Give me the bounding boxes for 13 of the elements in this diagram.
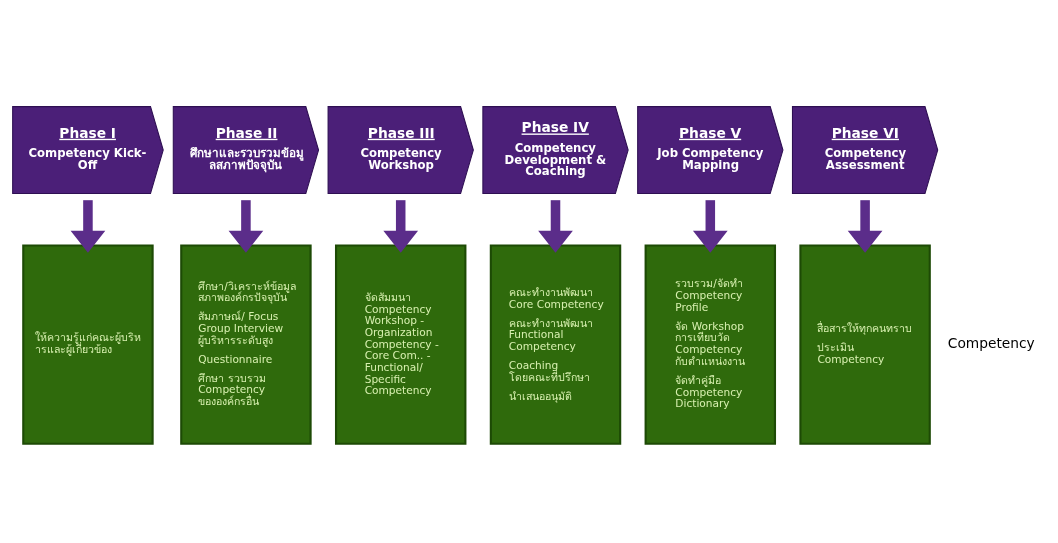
node-box: คณะทำงานพัฒนา Core Competency คณะทำงานพัฒนา Functional Competency Coaching โดยคณะที่ปรึกษา นำเสนออนุมัติ <box>489 243 622 445</box>
node-box: ศึกษา/วิเคราะห์ข้อมูลสภาพองค์กรปัจจุบัน สัมภาษณ์/ Focus Group Interview ผู้บริหารระดับสูง Questionnaire ศึกษา รวบรวม Competency ขององค์กรอื่น <box>180 243 312 445</box>
arrow <box>538 199 573 253</box>
label: Competency <box>947 334 1035 351</box>
node-box: ให้ความรู้แก่คณะผู้บริหารและผู้เกี่ยวข้อง <box>22 243 154 445</box>
node-box: รวบรวม/จัดทำ Competency Profile จัด Workshop การเทียบวัด Competency กับตำแหน่งงาน จัดทำคู่มือ Competency Dictionary <box>644 243 777 445</box>
arrow <box>692 199 728 253</box>
node-box: สื่อสารให้ทุกคนทราบ ประเมิน Competency <box>799 243 931 445</box>
node-box: จัดสัมมนา Competency Workshop - Organization Competency - Core Com.. - Functional/ Specific Competency <box>335 243 467 445</box>
arrow <box>847 199 883 253</box>
arrow <box>383 199 419 253</box>
arrow <box>228 199 264 253</box>
arrow <box>70 199 106 253</box>
